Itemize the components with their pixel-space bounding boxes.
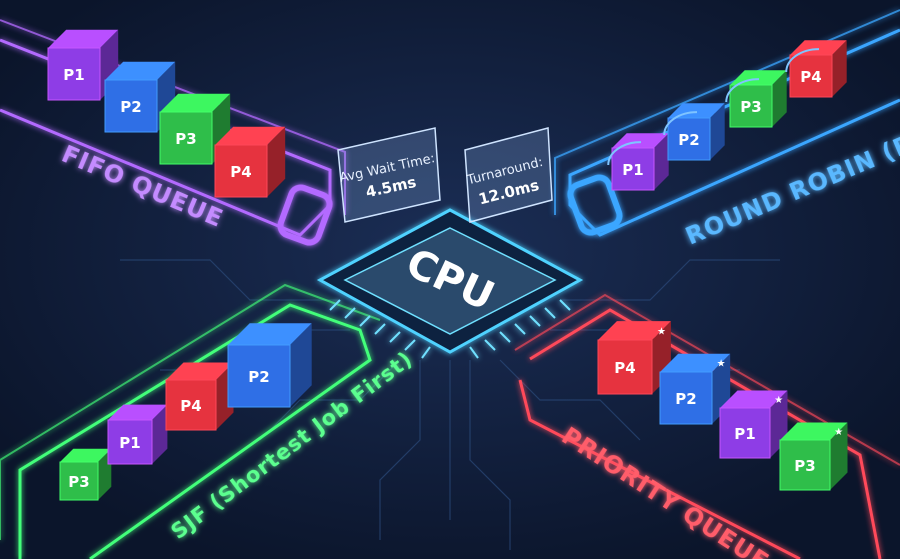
priority-process-cube-p1: P1 ★ <box>719 390 788 459</box>
priority-process-cube-p4: P4 ★ <box>597 321 671 395</box>
rotation-arrow-icon <box>785 48 820 73</box>
priority-process-label: P3 <box>794 457 815 475</box>
priority-process-cube-p3: P3 ★ <box>779 422 848 491</box>
priority-process-label: P2 <box>675 390 696 408</box>
rotation-arrow-icon <box>663 111 698 136</box>
priority-star-icon: ★ <box>774 395 783 406</box>
priority-process-label: P1 <box>734 425 755 443</box>
fifo-process-label: P1 <box>63 66 84 84</box>
fifo-process-label: P4 <box>230 163 251 181</box>
rr-process-cube-p1: P1 <box>611 133 669 191</box>
rr-processes: P1 P2 P3 P4 <box>607 40 847 191</box>
sjf-process-label: P3 <box>68 473 89 491</box>
sjf-process-cube-p4: P4 <box>165 362 234 431</box>
sjf-process-label: P4 <box>180 397 201 415</box>
priority-star-icon: ★ <box>717 359 726 370</box>
fifo-process-cube-p4: P4 <box>214 126 286 198</box>
priority-star-icon: ★ <box>834 427 843 438</box>
rr-process-label: P4 <box>800 68 821 86</box>
priority-process-cube-p2: P2 ★ <box>659 353 731 425</box>
sjf-processes: P3 P1 P4 P2 <box>59 323 312 501</box>
priority-process-label: P4 <box>614 359 635 377</box>
rr-process-label: P2 <box>678 131 699 149</box>
avg-wait-panel: Avg Wait Time: 4.5ms <box>337 127 441 223</box>
sjf-process-cube-p1: P1 <box>107 404 168 465</box>
sjf-process-label: P2 <box>248 368 269 386</box>
fifo-process-cube-p1: P1 <box>47 29 119 101</box>
sjf-process-cube-p2: P2 <box>227 323 312 408</box>
fifo-process-label: P3 <box>175 130 196 148</box>
sjf-queue-lane <box>0 283 381 559</box>
rotation-arrow-icon <box>607 141 642 166</box>
sjf-process-label: P1 <box>119 434 140 452</box>
priority-processes: P4 ★ P2 ★ P1 ★ P3 ★ <box>597 321 848 491</box>
sjf-process-cube-p3: P3 <box>59 448 112 501</box>
priority-star-icon: ★ <box>657 326 666 337</box>
rr-process-label: P1 <box>622 161 643 179</box>
priority-queue-lane <box>514 293 900 559</box>
rotation-arrow-icon <box>725 78 760 103</box>
turnaround-panel: Turnaround: 12.0ms <box>464 127 553 223</box>
fifo-process-label: P2 <box>120 98 141 116</box>
cpu-chip: CPU <box>316 208 584 359</box>
rr-process-label: P3 <box>740 98 761 116</box>
